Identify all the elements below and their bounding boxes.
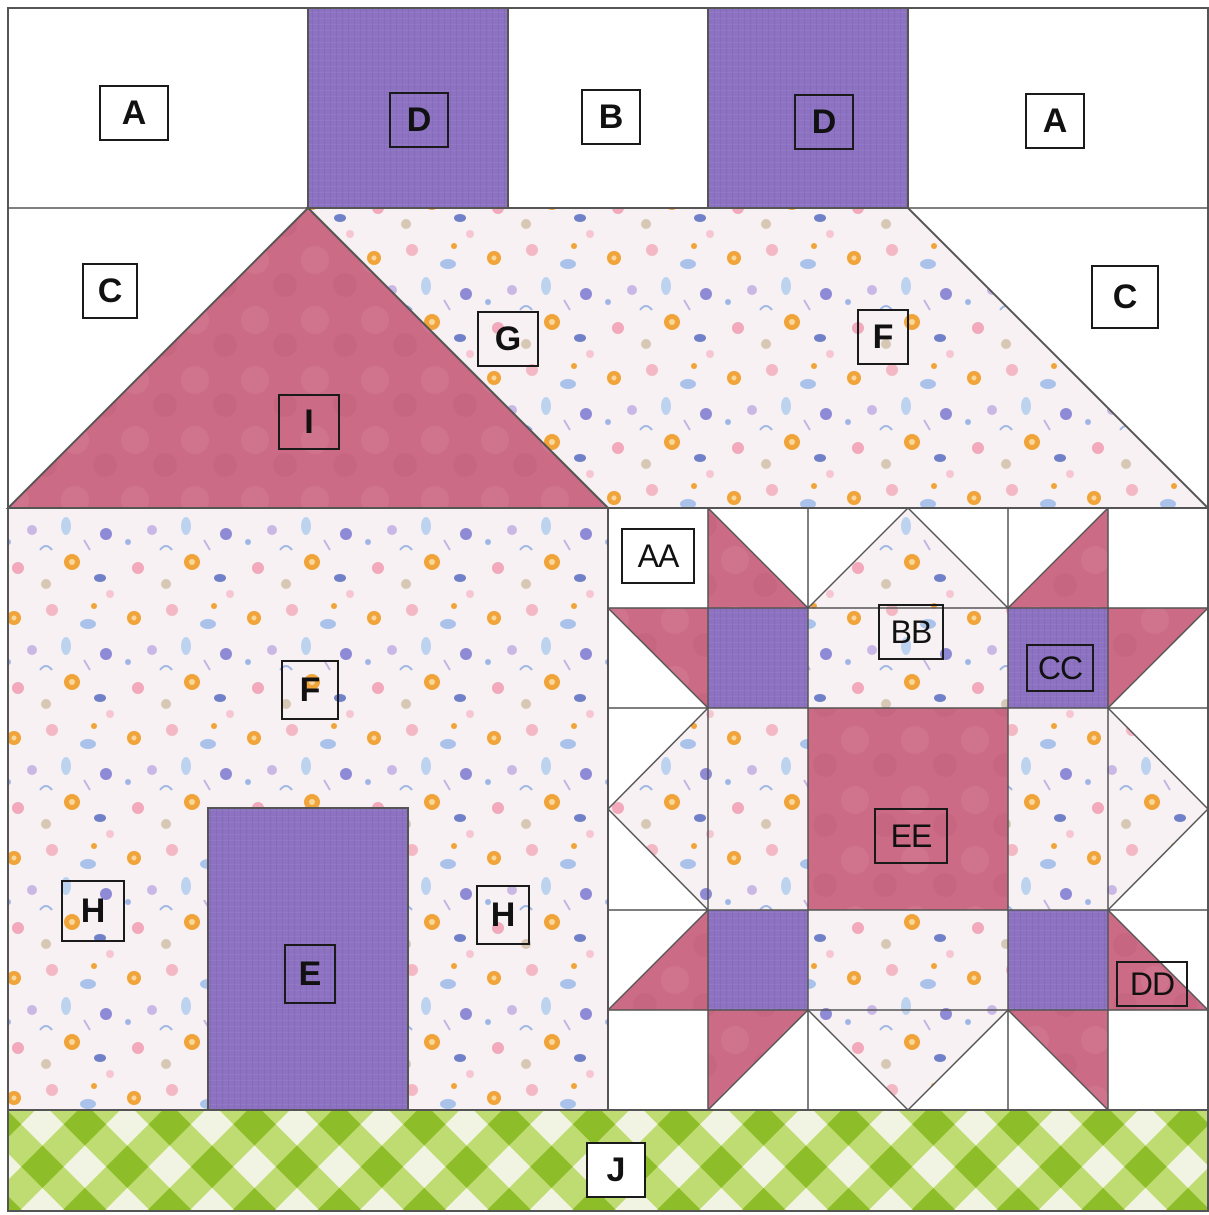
label-e: E	[284, 944, 336, 1004]
label-c-left: C	[82, 263, 138, 319]
label-d-right: D	[794, 94, 854, 150]
label-bb: BB	[878, 604, 944, 660]
label-g: G	[477, 311, 539, 367]
label-d-left: D	[389, 92, 449, 148]
star-corner-square	[1008, 910, 1108, 1010]
label-a-right: A	[1025, 93, 1085, 149]
label-j: J	[586, 1142, 646, 1198]
label-c-right: C	[1091, 265, 1159, 329]
label-dd: DD	[1116, 961, 1188, 1007]
star-corner-square	[708, 608, 808, 708]
label-f-roof: F	[857, 309, 909, 365]
label-i: I	[278, 394, 340, 450]
label-a-left: A	[99, 85, 169, 141]
label-b: B	[581, 89, 641, 145]
label-h-right: H	[476, 885, 530, 945]
label-aa: AA	[621, 528, 695, 584]
star-corner-square	[708, 910, 808, 1010]
label-h-left: H	[61, 880, 125, 942]
label-ee: EE	[874, 808, 948, 864]
label-cc: CC	[1026, 644, 1094, 692]
label-f-house: F	[281, 660, 339, 720]
